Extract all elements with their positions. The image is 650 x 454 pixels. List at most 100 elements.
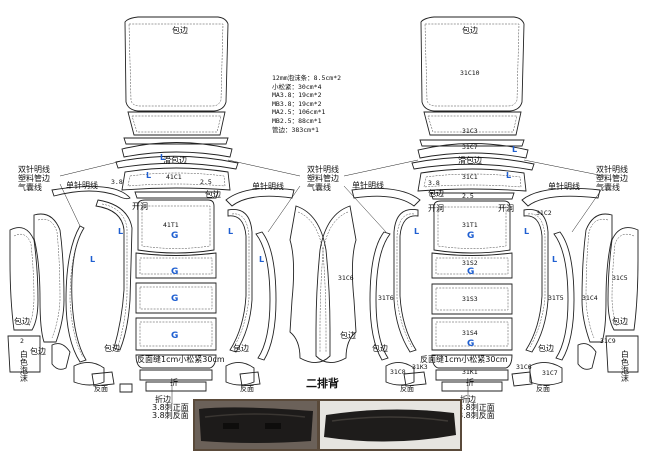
label-right-wrap3: 包边 (538, 344, 554, 353)
right-side-panel-c5 (607, 227, 639, 331)
label-left-airbag: 气囊线 (18, 183, 42, 192)
label-left-single2: 单针明线 (252, 182, 284, 191)
marker-left-g3: G (171, 294, 179, 304)
label-right-open: 开洞 (428, 204, 444, 213)
note-line: MA2.5：106cm*1 (272, 108, 326, 117)
label-right-single1: 单针明线 (352, 181, 384, 190)
marker-left-g2: G (171, 267, 179, 277)
note-line: 12mm泡沫条：8.5cm*2 (272, 74, 342, 82)
label-right-c10: 31C10 (460, 69, 480, 77)
marker-left-g4: G (171, 331, 179, 341)
left-tail-panel (289, 205, 331, 363)
left-top-panel (124, 16, 229, 112)
right-strip-t6 (369, 231, 391, 361)
label-right-s4: 31S4 (462, 329, 478, 337)
right-panel-k1 (435, 369, 509, 381)
label-left-fold2: 折边 (155, 395, 171, 404)
label-left-single1: 单针明线 (66, 181, 98, 190)
label-right-airbag2: 气囊线 (596, 183, 620, 192)
label-right-back-face: 反面 (400, 385, 414, 393)
right-panel-s2 (431, 252, 513, 279)
label-left-open: 开洞 (132, 202, 148, 211)
label-mid-pipe: 塑料管边 (307, 174, 339, 183)
right-panel-c1 (417, 168, 527, 192)
label-mid-airbag: 气囊线 (307, 183, 331, 192)
label-right-c17: 31C7 (462, 143, 478, 151)
label-right-k1: 31K1 (462, 368, 478, 376)
label-right-collar: 滑包边 (458, 156, 482, 165)
label-right-c8: 31C8 (390, 368, 406, 376)
label-right-white-foam: 白色泡沫 (620, 350, 630, 382)
label-right-c1: 31C1 (462, 173, 478, 181)
label-left-pipe: 塑料管边 (18, 174, 50, 183)
label-right-c3: 31C3 (462, 127, 478, 135)
left-panel-c1 (121, 167, 231, 191)
marker-right-l5: L (552, 255, 558, 264)
note-line: MB2.5：88cm*1 (272, 116, 322, 125)
label-right-back-face-2: 反面 (536, 385, 550, 393)
right-panel-c6 (315, 205, 357, 363)
marker-left-g1: G (171, 231, 179, 241)
left-panel-t1 (137, 199, 215, 254)
label-right-t1: 31T1 (462, 221, 478, 229)
marker-right-g2: G (467, 267, 475, 277)
label-left-elastic: 反面缝1cm小松紧30cm (137, 355, 225, 364)
label-right-s2: 31S2 (462, 259, 478, 267)
label-right-fold-b: 3.8刺反面 (458, 411, 495, 420)
label-left-wrap4: 包边 (104, 344, 120, 353)
label-left-c1-a: 3.8 (111, 178, 123, 186)
marker-right-l4: L (524, 227, 530, 236)
label-left-c1: 41C1 (166, 173, 182, 181)
right-pattern-set (315, 16, 639, 404)
right-side-panel-c4 (581, 213, 613, 343)
label-right-c1-a: 3.8 (428, 179, 440, 187)
right-panel-s3 (431, 283, 513, 315)
material-notes: 12mm泡沫条：8.5cm*2 小松紧：30cm*4 MA3.8：19cm*2 … (272, 74, 341, 134)
marker-left-l4: L (228, 227, 234, 236)
label-right-pipe2: 塑料管边 (596, 174, 628, 183)
label-right-c2: 31C2 (536, 209, 552, 217)
right-top-panel (420, 16, 525, 112)
note-line: MB3.8：19cm*2 (272, 99, 322, 108)
note-line: 管边：383cm*1 (272, 125, 319, 134)
label-right-t5: 31T5 (548, 294, 564, 302)
label-right-fold2: 折边 (460, 395, 476, 404)
label-left-fold-a: 3.8刺正面 (152, 403, 189, 412)
label-left-t1: 41T1 (163, 221, 179, 229)
label-left-c6: 31C6 (338, 274, 354, 282)
label-right-c1-b: 2.5 (462, 192, 474, 200)
label-left-white-foam: 白色泡沫 (19, 350, 29, 382)
label-right-top: 包边 (462, 26, 478, 35)
note-line: MA3.8：19cm*2 (272, 91, 322, 100)
sample-photo-left (193, 399, 319, 451)
marker-right-g1: G (467, 231, 475, 241)
left-side-panel-b (9, 227, 39, 331)
marker-left-l5: L (90, 255, 96, 264)
marker-right-l3: L (414, 227, 420, 236)
right-part-c7 (529, 362, 563, 386)
marker-left-l1: L (160, 153, 166, 162)
label-right-c9: 31C9 (600, 337, 616, 345)
label-right-twin2: 双针明线 (596, 165, 628, 174)
label-right-c4: 31C4 (582, 294, 598, 302)
label-left-wrap2: 包边 (14, 317, 30, 326)
right-panel-c3 (423, 111, 522, 136)
label-right-c5: 31C5 (612, 274, 628, 282)
marker-right-l1: L (512, 145, 518, 154)
label-right-c6-small: 31C6 (516, 363, 532, 371)
left-panel-c3 (127, 111, 226, 136)
sample-photo-right (318, 399, 462, 451)
label-left-c1-b: 2.5 (200, 178, 212, 186)
label-left-wrap6: 包边 (340, 331, 356, 340)
right-panel-t1 (433, 200, 511, 254)
label-right-elastic: 反面缝1cm小松紧30cm (420, 355, 508, 364)
label-left-wrap3: 包边 (30, 347, 46, 356)
label-left-c-small: 2 (20, 337, 24, 345)
label-left-fold-b: 3.8刺反面 (152, 411, 189, 420)
left-pattern-set (7, 16, 331, 404)
note-line: 小松紧：30cm*4 (272, 82, 322, 91)
label-left-back-face: 反面 (94, 385, 108, 393)
label-right-wrap: 包边 (428, 189, 444, 198)
